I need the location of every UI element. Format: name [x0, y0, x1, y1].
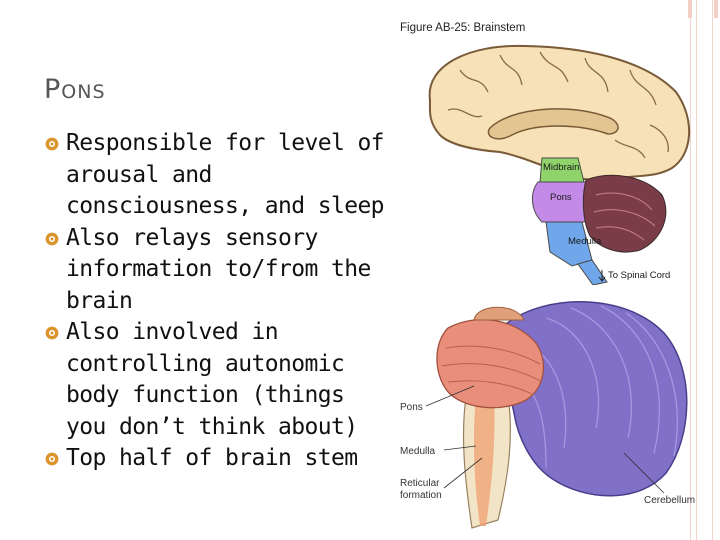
corpus-callosum-shape: [487, 108, 619, 140]
slide-title: PONS: [44, 74, 106, 105]
slide-title-rest: ONS: [61, 81, 106, 103]
brainstem-sagittal-diagram: Midbrain Pons Medulla To Spinal Cord: [428, 44, 690, 285]
gear-bullet-icon: [45, 452, 59, 466]
reticular-label-line2: formation: [400, 490, 442, 501]
bullet-item: Top half of brain stem: [44, 443, 384, 475]
pons-3d: [436, 318, 545, 409]
figure-caption: Figure AB-25: Brainstem: [400, 22, 526, 34]
spinal-arrow-icon: [598, 270, 606, 282]
pons-3d-label: Pons: [400, 402, 423, 413]
thalamus-top: [473, 306, 525, 321]
slide-edge-line: [712, 0, 713, 540]
bullet-list: Responsible for level of arousal and con…: [44, 128, 385, 475]
bullet-item: Also relays sensory information to/from …: [44, 223, 384, 318]
bullet-item: Responsible for level of arousal and con…: [44, 128, 385, 223]
slide-title-initial: P: [44, 74, 62, 105]
bullet-item: Also involved in controlling autonomic b…: [44, 317, 384, 443]
cerebellum-region: [582, 174, 667, 253]
cerebellum-leader-line: [623, 452, 665, 494]
midbrain-label: Midbrain: [543, 162, 579, 173]
slide-edge-mark: [714, 0, 718, 18]
medulla-label: Medulla: [568, 236, 602, 247]
reticular-formation-band: [473, 396, 495, 526]
slide-edge-line: [696, 0, 697, 540]
gear-bullet-icon: [45, 326, 59, 340]
slide-edge-line: [690, 0, 691, 540]
gear-bullet-icon: [45, 232, 59, 245]
cerebellum-3d-label: Cerebellum: [644, 495, 695, 506]
cerebellum-3d: [501, 301, 688, 497]
pons-label: Pons: [550, 192, 572, 203]
pons-stripes: [441, 345, 543, 395]
medulla-3d-label: Medulla: [400, 446, 435, 457]
gear-bullet-icon: [45, 137, 59, 151]
bullet-text: Also involved in controlling autonomic b…: [66, 319, 358, 440]
bullet-text: Responsible for level of arousal and con…: [66, 130, 385, 219]
bullet-text: Also relays sensory information to/from …: [66, 224, 371, 314]
spinal-cord-label: To Spinal Cord: [608, 270, 670, 281]
bullet-text: Top half of brain stem: [66, 445, 358, 471]
cerebellum-folia: [593, 192, 656, 241]
spinal-cord-region: [577, 259, 608, 285]
cerebellum-folia-3d: [520, 305, 678, 469]
gyri-lines: [447, 51, 669, 159]
brainstem-3d-illustration: Pons Medulla Reticular formation Cerebel…: [400, 301, 695, 529]
medulla-leader-line: [443, 445, 477, 451]
pons-leader-line: [425, 385, 475, 407]
slide-edge-mark: [688, 0, 692, 18]
reticular-leader-line: [443, 457, 483, 489]
reticular-label-line1: Reticular: [400, 478, 440, 489]
